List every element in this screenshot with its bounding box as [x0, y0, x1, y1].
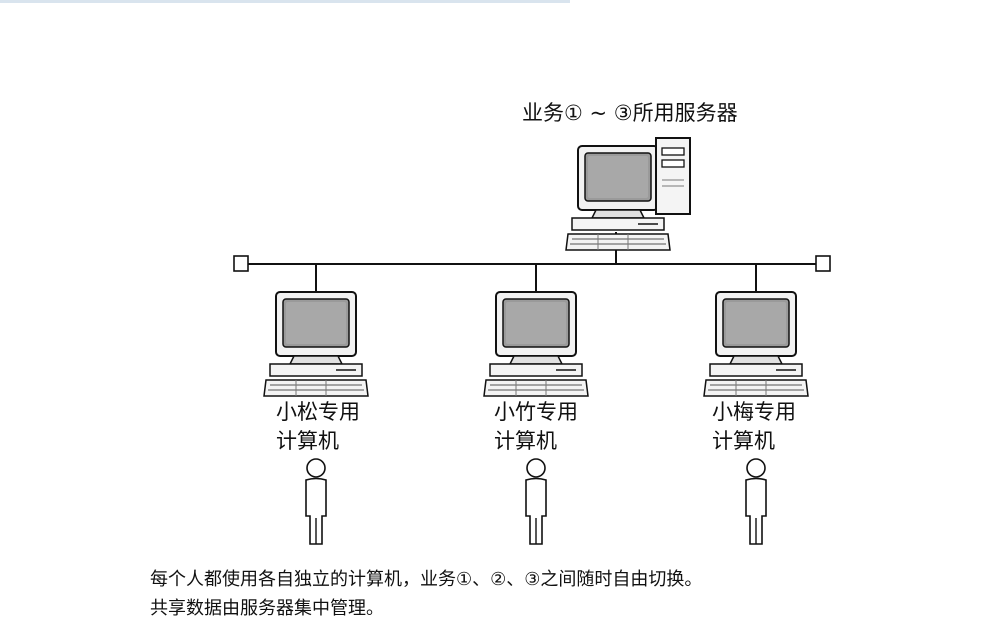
pc1-label: 小松专用 计算机 [276, 398, 396, 456]
user1-person-icon [305, 458, 327, 545]
user3-person-icon [745, 458, 767, 545]
pc2-computer-icon [483, 291, 589, 397]
caption-line1: 每个人都使用各自独立的计算机，业务①、②、③之间随时自由切换。 [150, 569, 703, 590]
server-computer-icon [565, 137, 691, 251]
server-label: 业务① ~ ③所用服务器 [522, 101, 738, 125]
pc2-label: 小竹专用 计算机 [494, 398, 614, 456]
user2-person-icon [525, 458, 547, 545]
pc1-computer-icon [263, 291, 369, 397]
pc2-label-line1: 小竹专用 [494, 400, 578, 424]
diagram-caption: 每个人都使用各自独立的计算机，业务①、②、③之间随时自由切换。 共享数据由服务器… [150, 565, 702, 623]
pc3-label-line1: 小梅专用 [712, 400, 796, 424]
pc3-label: 小梅专用 计算机 [712, 398, 832, 456]
bus-terminator-left [233, 255, 249, 272]
pc1-label-line2: 计算机 [276, 429, 339, 453]
top-border-line [0, 0, 570, 3]
bus-terminator-right [815, 255, 831, 272]
pc2-label-line2: 计算机 [494, 429, 557, 453]
pc3-computer-icon [703, 291, 809, 397]
pc1-label-line1: 小松专用 [276, 400, 360, 424]
pc3-label-line2: 计算机 [712, 429, 775, 453]
caption-line2: 共享数据由服务器集中管理。 [150, 598, 384, 619]
